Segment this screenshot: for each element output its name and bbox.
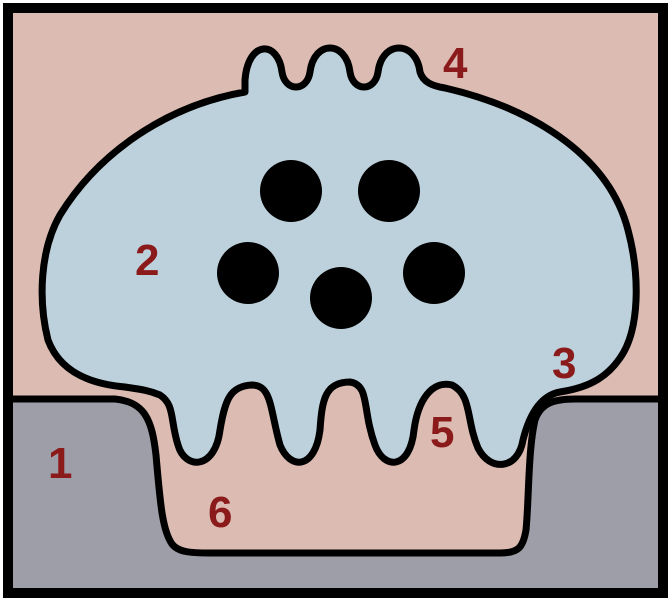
label-4: 4 (443, 39, 468, 88)
particle-5 (403, 242, 465, 304)
label-5: 5 (430, 408, 454, 457)
label-1: 1 (48, 439, 72, 488)
label-6: 6 (208, 488, 232, 537)
particle-3 (217, 242, 279, 304)
particle-4 (310, 267, 372, 329)
particle-2 (358, 160, 420, 222)
label-2: 2 (135, 236, 159, 285)
label-3: 3 (552, 339, 576, 388)
particle-1 (260, 160, 322, 222)
